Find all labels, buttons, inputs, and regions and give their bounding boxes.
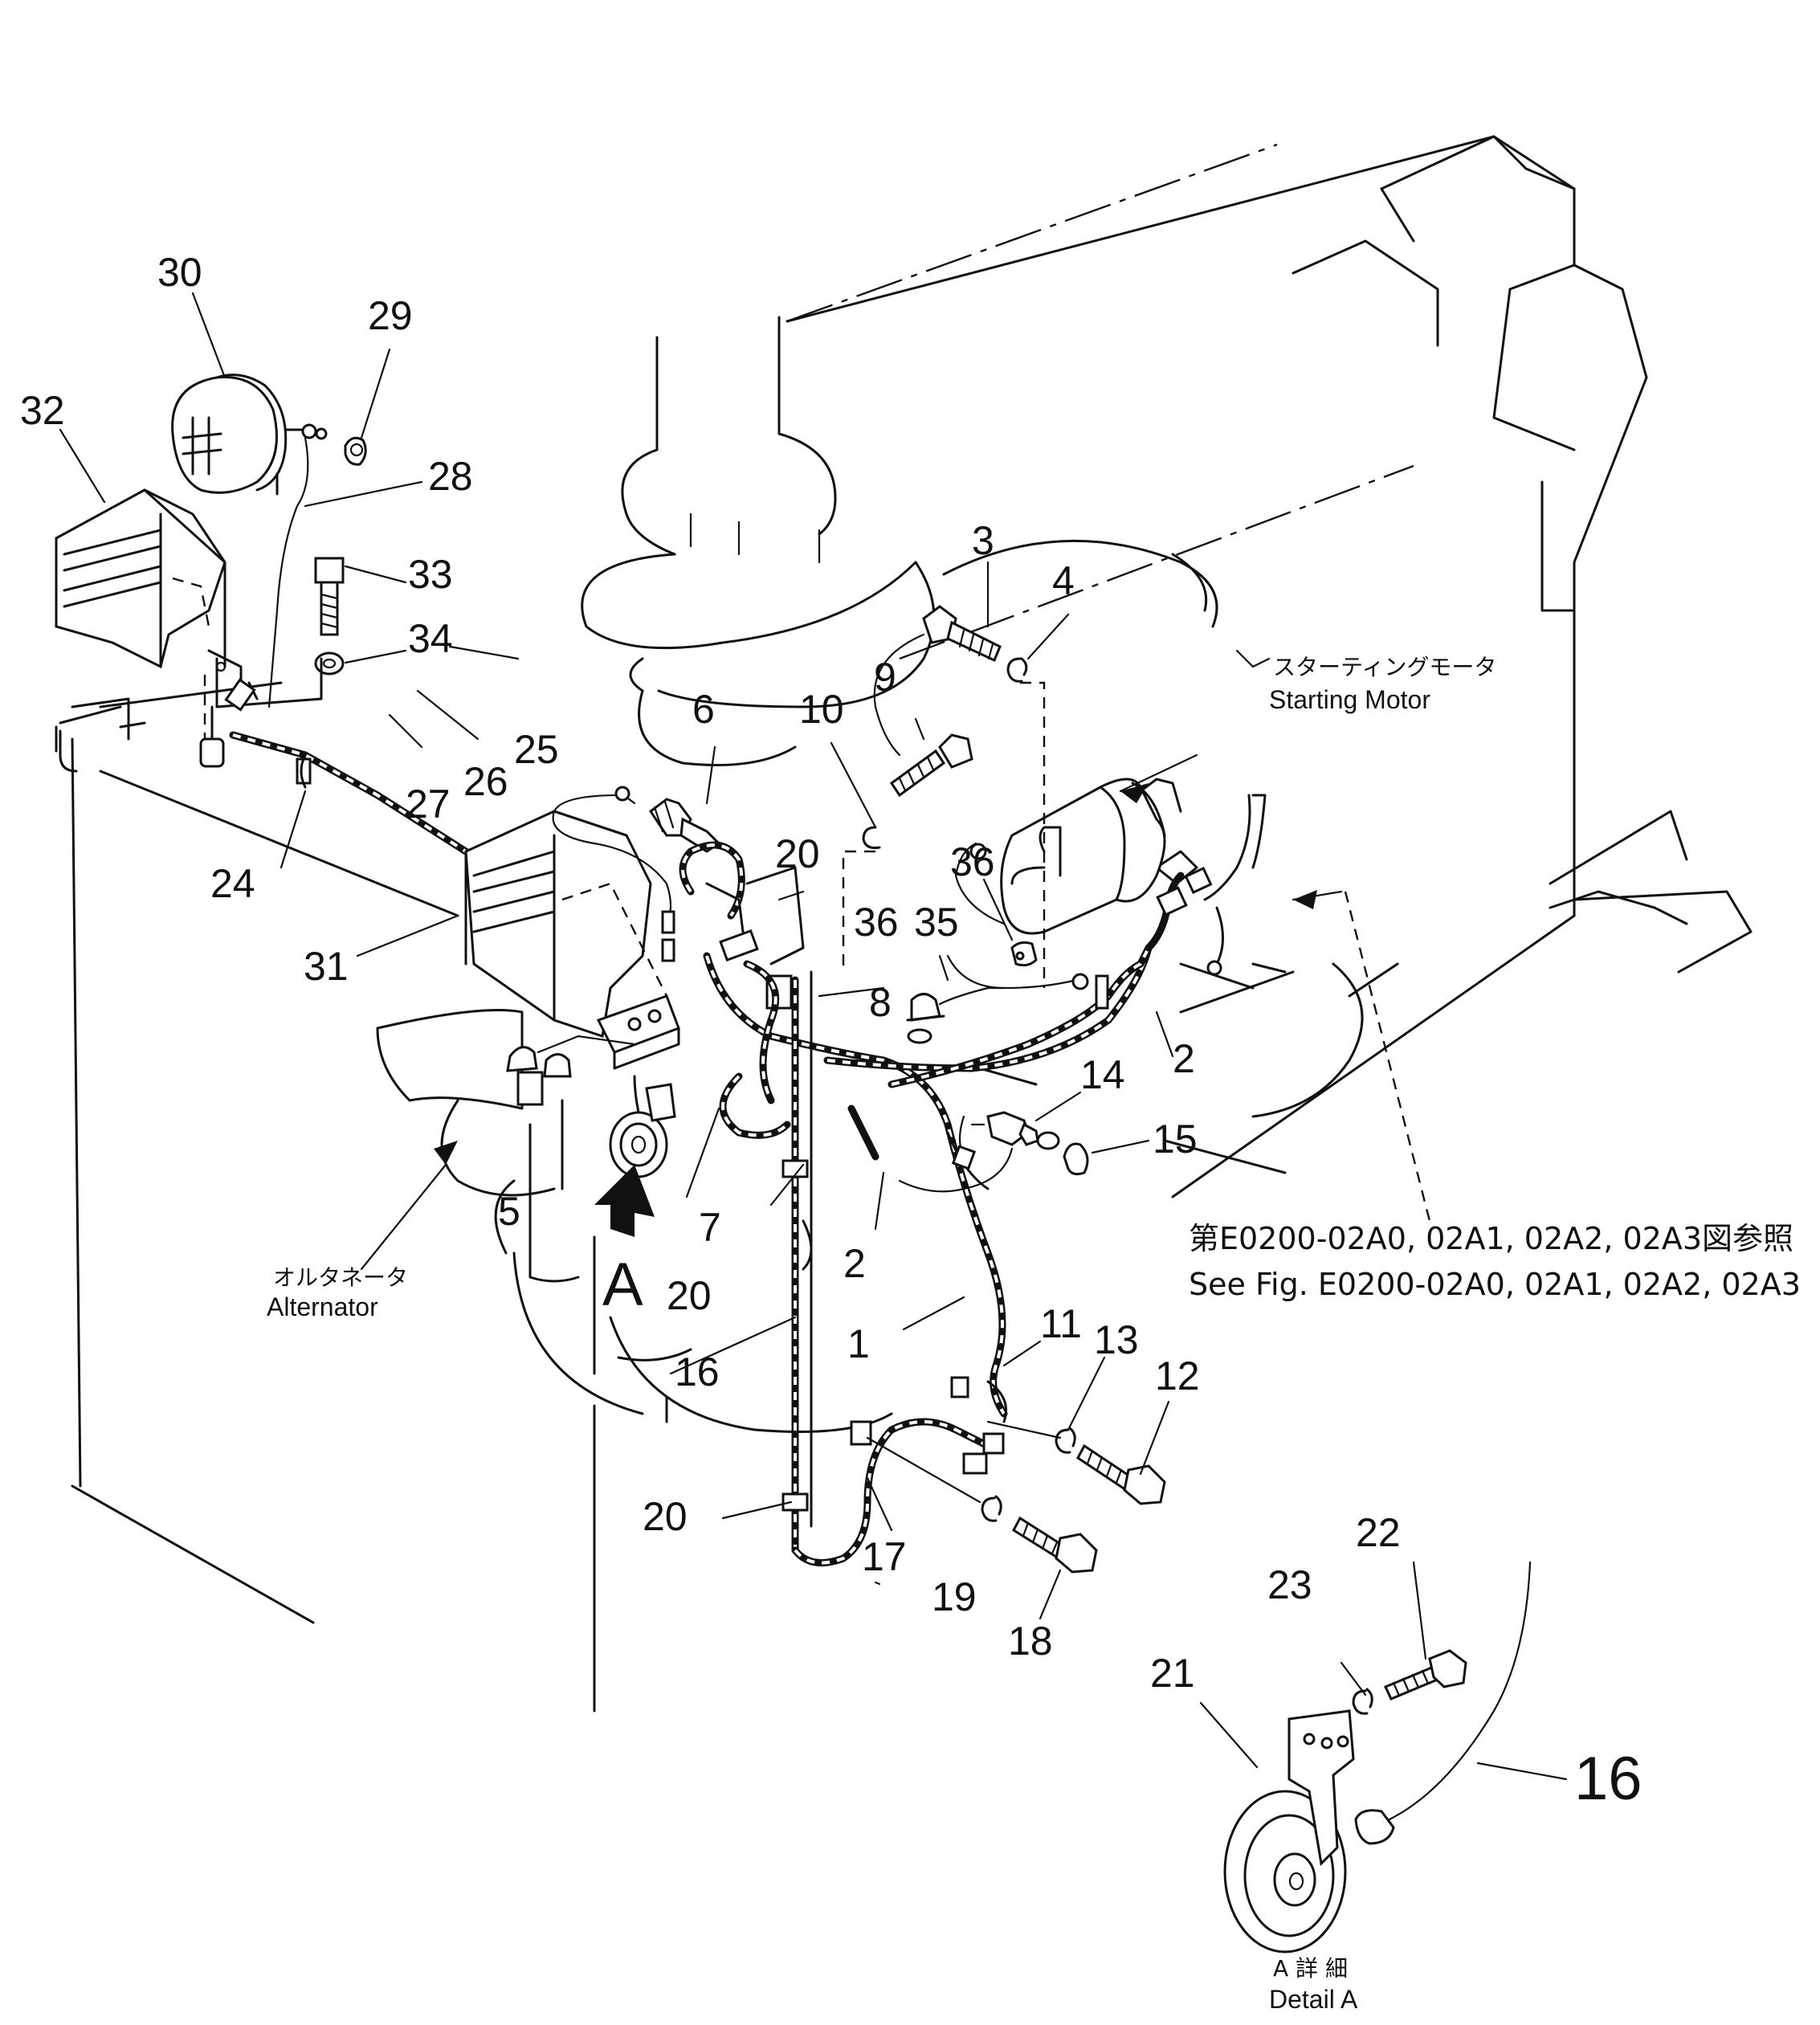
callout-10: 10 [799,687,844,732]
lamp-bracket-31 [464,810,668,1038]
callout-3: 3 [972,518,994,563]
callout-27: 27 [406,782,451,827]
washer-34 [314,651,345,676]
detail-a-jp: A 詳 細 [1273,1955,1348,1982]
harness-24 [229,731,470,855]
connector-block [596,994,680,1070]
see-fig-jp: 第E0200-02A0, 02A1, 02A2, 02A3図参照 [1189,1221,1793,1256]
bolt-9 [889,733,973,798]
sensor-14 [951,1111,1039,1170]
washer-23 [1352,1688,1373,1715]
bolt-3 [922,605,1002,663]
callout-30: 30 [157,250,202,295]
guide-line-13 [986,1420,1062,1439]
arrowhead-starting-motor [1120,783,1149,803]
callout-2-right: 2 [1173,1036,1195,1081]
starting-motor-en: Starting Motor [1269,685,1430,714]
callout-17: 17 [862,1534,907,1579]
callout-a: A [602,1251,643,1319]
callout-28: 28 [428,454,473,499]
callout-8: 8 [869,980,892,1025]
notes: スターティングモータ Starting Motor オルタネータ Alterna… [267,654,1801,2014]
callout-20-top: 20 [775,831,820,876]
guide-dash-10 [842,850,875,972]
callout-14: 14 [1080,1052,1125,1097]
callout-34: 34 [408,616,453,661]
callout-20-mid: 20 [667,1273,712,1318]
guide-dash-4 [1020,681,1046,988]
harness-17 [791,1376,1007,1567]
callout-11: 11 [1040,1301,1082,1346]
callout-23: 23 [1267,1562,1312,1607]
dot-mark [874,1581,881,1586]
callout-15: 15 [1153,1117,1198,1162]
callout-5: 5 [498,1189,520,1234]
callout-7: 7 [699,1205,721,1250]
horn-in-situ [609,1075,676,1178]
guide-line-19 [866,1436,981,1504]
callout-21: 21 [1150,1651,1195,1696]
alternator-en: Alternator [267,1292,378,1321]
callout-25: 25 [514,727,559,772]
washer-10 [862,826,881,849]
callout-1: 1 [847,1321,870,1366]
bolt-33 [314,557,345,636]
callout-20-bottom: 20 [643,1494,688,1539]
callout-4: 4 [1052,558,1075,603]
washer-15 [898,1131,1089,1193]
bracket-connector [199,657,323,768]
washer-19 [981,1495,1002,1522]
arrowhead-alternator [434,1141,458,1165]
see-fig-en: See Fig. E0200-02A0, 02A1, 02A2, 02A3 [1189,1267,1801,1302]
alternator-terminal-5 [506,1035,636,1106]
washer-4 [1006,657,1028,683]
callout-13: 13 [1094,1317,1139,1362]
headlight-30 [171,374,328,708]
callout-16-detail: 16 [1574,1745,1642,1813]
guide-line-9 [873,633,925,757]
callout-35: 35 [914,900,959,945]
bolt-18 [1012,1516,1098,1574]
arrowhead-see-fig [1293,890,1317,909]
harness-1 [703,944,1153,1418]
ground-strap-35 [907,842,1089,1044]
callout-36-lower: 36 [854,900,899,945]
callout-26: 26 [463,759,508,804]
harness-loops [661,841,805,1139]
horn-21 [1223,1561,1532,1954]
detail-a-en: Detail A [1269,1985,1358,2014]
callout-31: 31 [304,944,349,989]
callout-2-mid: 2 [843,1241,866,1286]
harness-2 [888,794,1267,1088]
callout-19: 19 [932,1574,977,1619]
leader-lines [59,292,1568,1781]
bolt-12 [1076,1443,1166,1505]
callout-labels: 30 29 32 28 33 34 25 26 27 24 31 6 10 20… [20,250,1642,1813]
callout-24: 24 [210,861,255,906]
callout-16: 16 [675,1349,720,1394]
engine-block-outline [55,135,1753,1713]
callout-32: 32 [20,388,65,433]
callout-29: 29 [368,293,413,338]
fan-outline [376,1009,580,1283]
callout-12: 12 [1155,1353,1200,1398]
starter-motor [1000,778,1182,935]
callout-6: 6 [692,687,715,732]
nut-29 [344,436,367,466]
callout-18: 18 [1008,1619,1053,1664]
view-arrow-a [594,1165,655,1237]
bolt-22 [1383,1649,1467,1700]
starting-motor-jp: スターティングモータ [1273,654,1496,680]
callout-9: 9 [874,655,896,700]
harness-16 [765,970,813,1554]
callout-36-upper: 36 [950,839,995,884]
alternator-jp: オルタネータ [273,1264,408,1291]
cap-36 [906,993,945,1022]
callout-22: 22 [1356,1510,1401,1555]
washer-13 [1055,1427,1076,1454]
callout-33: 33 [408,552,453,597]
lamp-bracket-32 [55,488,243,684]
